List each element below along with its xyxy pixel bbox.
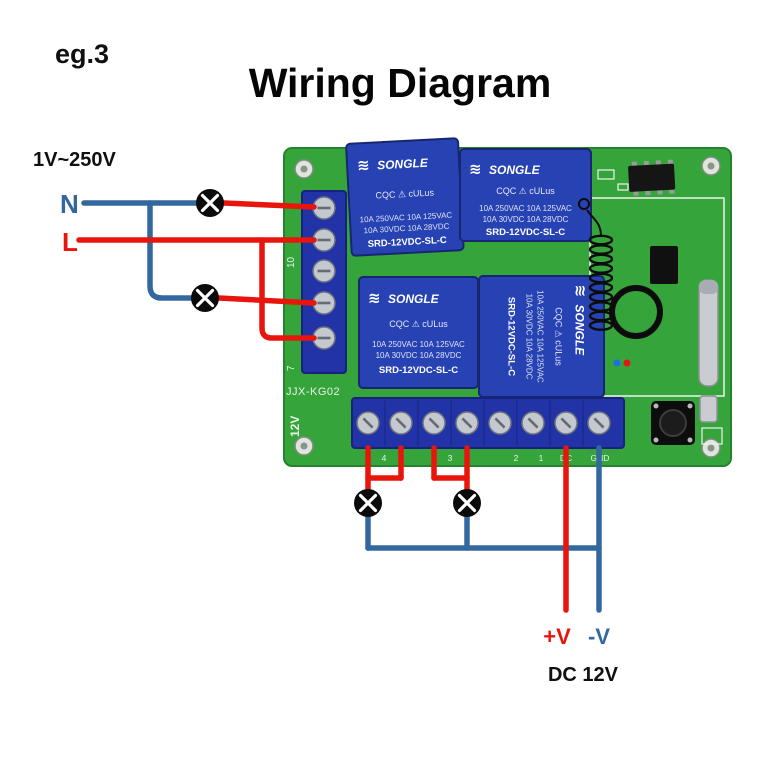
red-led — [623, 359, 631, 367]
ic-pin — [633, 191, 639, 196]
terminal-number-7: 7 — [286, 365, 297, 371]
blue-led — [613, 359, 621, 367]
relay-rating-2: 10A 30VDC 10A 28VDC — [363, 222, 449, 235]
ic-pin — [669, 189, 675, 194]
silkscreen-footprint — [617, 183, 629, 191]
ic-pin — [657, 190, 663, 195]
relay-model: SRD-12VDC-SL-C — [486, 227, 565, 238]
terminal-screw — [311, 258, 337, 284]
relay-logo-icon: ≋ — [572, 285, 589, 298]
lamp-symbol-3 — [352, 487, 384, 519]
relay-brand: SONGLE — [573, 305, 587, 357]
silkscreen-footprint — [597, 169, 615, 180]
terminal-label: 1 — [539, 453, 544, 463]
button-pin — [653, 437, 659, 443]
capacitor — [698, 279, 719, 387]
ic-pin — [645, 190, 651, 196]
relay-cert-marks: CQC ⚠ cULus — [496, 186, 555, 196]
example-label: eg.3 — [55, 39, 109, 69]
mounting-hole — [701, 156, 721, 176]
ic-pin — [655, 160, 661, 165]
lamp-symbol-1 — [194, 187, 226, 219]
relay-cert-marks: CQC ⚠ cULus — [389, 319, 448, 329]
neutral-wire-branch-to-lamp2 — [147, 200, 194, 301]
button-pin — [653, 403, 659, 409]
terminal-strip-body — [351, 397, 625, 449]
pcb-board: JJX-KG02 12V 10 7 ≋ SONGLE CQC ⚠ cULus 1… — [283, 137, 732, 467]
relay-rating-2: 10A 30VDC 10A 28VDC — [525, 294, 534, 380]
antenna-lead — [586, 209, 602, 237]
relay-rating-1: 10A 250VAC 10A 125VAC — [479, 204, 572, 213]
relay-rating-2: 10A 30VDC 10A 28VDC — [483, 215, 569, 224]
mains-voltage-label: 1V~250V — [33, 149, 117, 171]
ic-pin — [667, 159, 673, 164]
terminal-label: 4 — [382, 453, 387, 463]
terminal-separators — [384, 400, 584, 446]
relay-body — [459, 148, 592, 242]
relay-logo-icon: ≋ — [469, 161, 482, 178]
relay-rating-1: 10A 250VAC 10A 125VAC — [536, 290, 545, 383]
crystal — [699, 395, 718, 423]
live-wire-branch-to-terminal — [259, 237, 317, 341]
ic-pin — [631, 161, 637, 166]
button-pin — [687, 437, 693, 443]
board-voltage-label: 12V — [288, 416, 302, 437]
live-wire-lamp1-to-terminal — [221, 200, 317, 210]
relay-model: SRD-12VDC-SL-C — [506, 297, 517, 376]
relay-cert-marks: CQC ⚠ cULus — [375, 187, 435, 200]
button-plunger — [659, 409, 687, 437]
relay-rating-2: 10A 30VDC 10A 28VDC — [376, 351, 462, 360]
relay-2: ≋ SONGLE CQC ⚠ cULus 10A 250VAC 10A 125V… — [459, 148, 592, 242]
dc-supply-label: DC 12V — [548, 664, 619, 686]
ic-pin — [643, 160, 649, 166]
relay-logo-icon: ≋ — [357, 157, 370, 175]
ic-chip — [628, 159, 676, 196]
silkscreen-footprint — [701, 427, 723, 445]
relay-rating-1: 10A 250VAC 10A 125VAC — [372, 340, 465, 349]
page-title: Wiring Diagram — [249, 60, 552, 106]
terminal-label: 3 — [448, 453, 453, 463]
left-terminal-block — [301, 190, 347, 374]
mounting-hole — [294, 159, 314, 179]
capacitor-band — [699, 280, 718, 294]
ic-body — [628, 163, 676, 192]
relay-brand: SONGLE — [388, 292, 440, 306]
relay-logo-icon: ≋ — [368, 290, 381, 307]
relay-model: SRD-12VDC-SL-C — [367, 235, 447, 250]
live-label: L — [62, 227, 78, 257]
antenna-ring — [609, 285, 663, 339]
relay-3: ≋ SONGLE CQC ⚠ cULus 10A 250VAC 10A 125V… — [358, 276, 479, 389]
neutral-wires — [81, 200, 602, 613]
terminal-number-10: 10 — [286, 256, 297, 268]
board-model-label: JJX-KG02 — [286, 386, 340, 398]
plus-v-label: +V — [543, 624, 571, 649]
relay-cert-marks: CQC ⚠ cULus — [554, 307, 564, 366]
minus-v-label: -V — [588, 624, 610, 649]
mounting-hole — [701, 438, 721, 458]
coil-turn — [588, 320, 614, 331]
lamp-symbol-4 — [451, 487, 483, 519]
live-wires — [76, 200, 569, 613]
mounting-hole — [294, 436, 314, 456]
terminal-label: 2 — [514, 453, 519, 463]
lamp-symbol-2 — [189, 282, 221, 314]
transistor — [650, 246, 678, 284]
bottom-terminal-strip: 4 3 2 1 DC GND — [351, 397, 625, 463]
antenna-loop — [578, 198, 590, 210]
push-button — [651, 401, 695, 445]
relay-1: ≋ SONGLE CQC ⚠ cULus 10A 250VAC 10A 125V… — [345, 137, 465, 257]
antenna-coil — [578, 198, 663, 339]
relay-brand: SONGLE — [377, 156, 429, 173]
live-wire-lamp2-to-terminal — [216, 295, 317, 306]
relay-4: ≋ SONGLE CQC ⚠ cULus 10A 250VAC 10A 125V… — [478, 275, 605, 398]
relay-brand: SONGLE — [489, 163, 541, 177]
button-pin — [687, 403, 693, 409]
relay-model: SRD-12VDC-SL-C — [379, 365, 458, 376]
neutral-label: N — [60, 189, 79, 219]
